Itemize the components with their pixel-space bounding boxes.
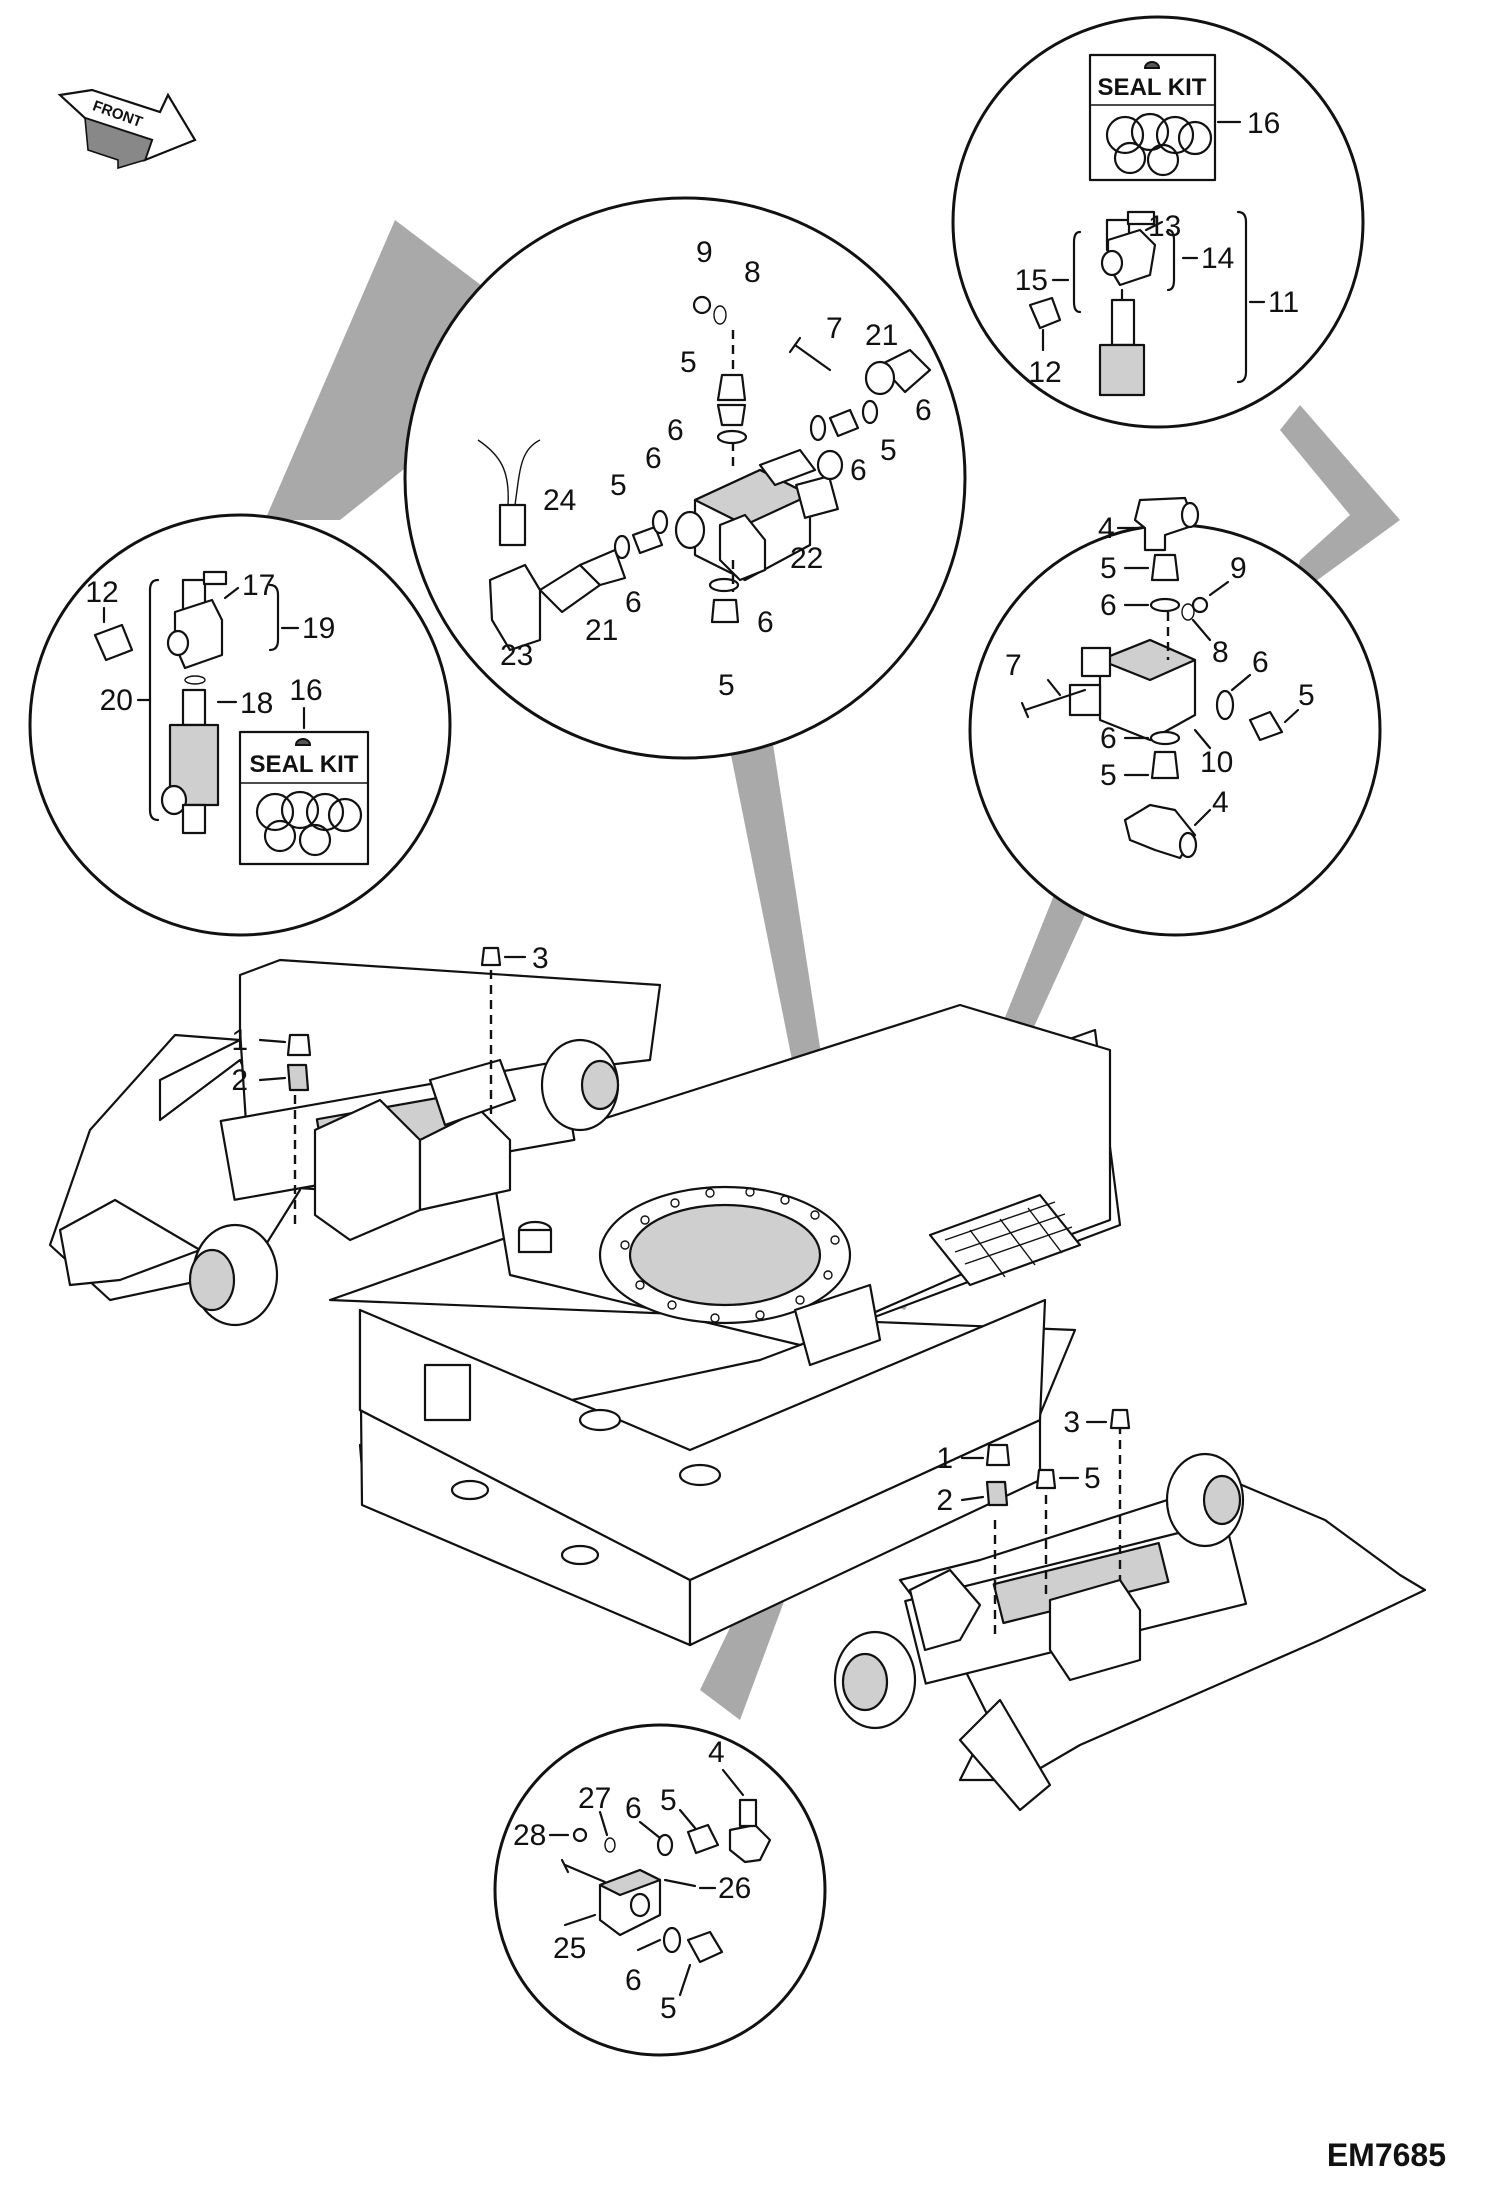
callout-26: 26 bbox=[718, 1872, 751, 1905]
callout-6d: 6 bbox=[645, 442, 662, 475]
callout-6k: 6 bbox=[625, 1964, 642, 1997]
callout-5b: 5 bbox=[880, 434, 897, 467]
callout-5a: 5 bbox=[680, 346, 697, 379]
callout-16b: 16 bbox=[1247, 107, 1280, 140]
callout-5c: 5 bbox=[610, 469, 627, 502]
callout-5h: 5 bbox=[660, 1784, 677, 1817]
callout-12b: 12 bbox=[1028, 356, 1061, 389]
callout-1: 1 bbox=[231, 1024, 248, 1057]
callout-6j: 6 bbox=[625, 1792, 642, 1825]
callout-21a: 21 bbox=[865, 319, 898, 352]
callout-22: 22 bbox=[790, 542, 823, 575]
callout-6a: 6 bbox=[667, 414, 684, 447]
callout-3: 3 bbox=[532, 942, 549, 975]
callout-7: 7 bbox=[826, 312, 843, 345]
callout-6f: 6 bbox=[757, 606, 774, 639]
callout-5m: 5 bbox=[1084, 1462, 1101, 1495]
callout-5f: 5 bbox=[1298, 679, 1315, 712]
callout-19: 19 bbox=[302, 612, 335, 645]
callout-5g: 5 bbox=[1100, 759, 1117, 792]
callout-8: 8 bbox=[744, 256, 761, 289]
callout-20: 20 bbox=[100, 684, 133, 717]
callout-6e: 6 bbox=[625, 586, 642, 619]
detail-circle-bottom-valve: 26 28 27 6 5 4 6 5 25 bbox=[493, 1723, 827, 2057]
callout-11: 11 bbox=[1268, 286, 1299, 319]
detail-circle-right-valve: 4 5 6 9 8 7 6 5 10 6 5 4 bbox=[968, 496, 1382, 937]
callout-21b: 21 bbox=[585, 614, 618, 647]
detail-circle-solenoid: SEAL KIT 16 13 14 11 15 12 bbox=[951, 15, 1365, 429]
callout-14: 14 bbox=[1201, 242, 1234, 275]
callout-10: 10 bbox=[1200, 746, 1233, 779]
callout-5e: 5 bbox=[1100, 552, 1117, 585]
front-arrow: FRONT bbox=[57, 88, 197, 170]
callout-18: 18 bbox=[240, 687, 273, 720]
callout-6g: 6 bbox=[1100, 589, 1117, 622]
callout-2b: 2 bbox=[936, 1484, 953, 1517]
callout-6b: 6 bbox=[915, 394, 932, 427]
callout-28: 28 bbox=[513, 1819, 546, 1852]
callout-9d: 9 bbox=[1230, 552, 1247, 585]
detail-circle-valve-block: 9 8 7 21 5 6 6 5 6 6 5 6 24 21 23 22 6 5 bbox=[403, 196, 967, 760]
machine-chassis bbox=[48, 958, 1427, 1812]
callout-24: 24 bbox=[543, 484, 576, 517]
callout-16c: 16 bbox=[289, 674, 322, 707]
callout-4c: 4 bbox=[708, 1736, 725, 1769]
callout-2: 2 bbox=[231, 1064, 248, 1097]
callout-5i: 5 bbox=[660, 1992, 677, 2025]
install-lines bbox=[293, 970, 1122, 1640]
callout-6h: 6 bbox=[1252, 646, 1269, 679]
seal-kit-label-c: SEAL KIT bbox=[250, 751, 359, 778]
callout-3b: 3 bbox=[1063, 1406, 1080, 1439]
callout-4b: 4 bbox=[1212, 786, 1229, 819]
callout-12c: 12 bbox=[85, 576, 118, 609]
callout-6i: 6 bbox=[1100, 722, 1117, 755]
callout-6c: 6 bbox=[850, 454, 867, 487]
callout-13: 13 bbox=[1148, 210, 1181, 243]
callout-23: 23 bbox=[500, 639, 533, 672]
callout-7d: 7 bbox=[1005, 649, 1022, 682]
callout-1b: 1 bbox=[936, 1442, 953, 1475]
detail-circle-left-solenoid: 12 17 19 18 20 SEAL KIT 1 bbox=[28, 513, 452, 937]
machine-fittings: 3 1 2 3 1 2 5 bbox=[231, 942, 1131, 1517]
callout-15: 15 bbox=[1015, 264, 1048, 297]
callout-25: 25 bbox=[553, 1932, 586, 1965]
drawing-code: EM7685 bbox=[1327, 2137, 1446, 2173]
callout-8d: 8 bbox=[1212, 636, 1229, 669]
seal-kit-box-b bbox=[1088, 53, 1217, 182]
seal-kit-label-b: SEAL KIT bbox=[1098, 74, 1207, 101]
callout-9: 9 bbox=[696, 236, 713, 269]
callout-5d: 5 bbox=[718, 669, 735, 702]
callout-17: 17 bbox=[242, 569, 275, 602]
callout-4a: 4 bbox=[1098, 512, 1115, 545]
callout-27: 27 bbox=[578, 1782, 611, 1815]
